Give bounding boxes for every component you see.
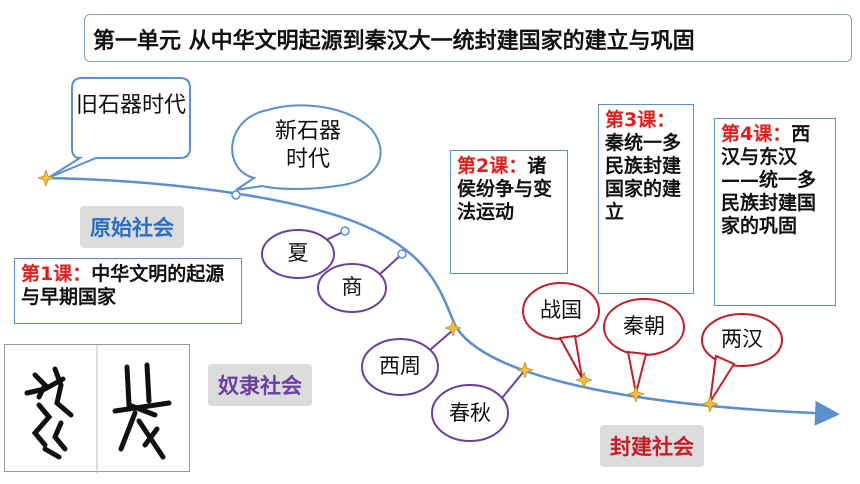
era-spring-autumn: 春秋 [449,401,491,425]
lesson-1-number: 第1课： [21,263,92,285]
lesson-4-number: 第4课： [721,123,792,145]
unit-title: 第一单元 从中华文明起源到秦汉大一统封建国家的建立与巩固 [84,14,852,62]
lesson-3-box: 第3课：秦统一多民族封建国家的建立 [598,104,694,294]
era-warring-states: 战国 [540,298,582,322]
marker-star [38,170,54,186]
marker-dot [397,249,407,259]
lesson-2-text: 诸侯纷争与变法运动 [457,155,553,223]
western-zhou-bubble [361,338,439,396]
lesson-4-box: 第4课：西汉与东汉——统一多民族封建国家的巩固 [714,118,836,306]
neolithic-bubble [231,104,382,191]
lesson-4-text: 西汉与东汉——统一多民族封建国家的巩固 [721,123,817,237]
xia-bubble [261,229,335,279]
lesson-1-box: 第1课：中华文明的起源与早期国家 [14,258,242,324]
marker-star [702,396,718,412]
oracle-bone-image [4,344,190,473]
era-shang: 商 [341,275,363,299]
lesson-2-box: 第2课：诸侯纷争与变法运动 [450,150,568,274]
lesson-1-text: 中华文明的起源与早期国家 [21,263,225,308]
lesson-2-number: 第2课： [457,155,528,177]
han-bubble [701,313,783,367]
society-slave: 奴隶社会 [208,364,312,406]
spring-autumn-bubble [431,384,509,442]
lesson-3-text: 秦统一多民族封建国家的建立 [605,132,682,223]
oracle-glyphs-icon [24,345,172,473]
era-neolithic: 新石器时代 [274,119,341,172]
society-primitive: 原始社会 [80,206,184,248]
marker-dot [231,190,241,200]
era-xia: 夏 [287,241,309,265]
society-feudal: 封建社会 [600,425,704,467]
era-paleolithic: 旧石器时代 [75,93,186,118]
marker-dot [340,226,350,236]
lesson-3-number: 第3课： [605,109,676,131]
shang-bubble [317,263,387,313]
era-western-zhou: 西周 [379,354,421,378]
era-qin: 秦朝 [623,314,665,338]
marker-star [628,386,644,402]
era-han: 两汉 [721,327,763,351]
timeline-curve [45,176,840,426]
paleolithic-bubble [47,77,191,179]
